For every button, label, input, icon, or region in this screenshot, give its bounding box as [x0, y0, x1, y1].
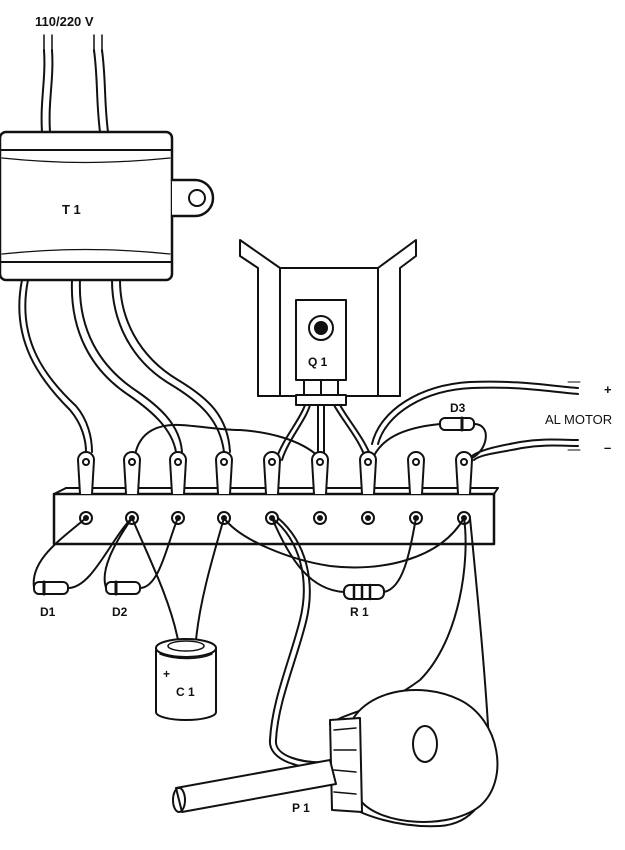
transistor-q1 [295, 299, 347, 406]
supply-voltage-label: 110/220 V [35, 14, 94, 29]
d3-label: D3 [450, 401, 466, 415]
motor-minus-sign: – [604, 440, 611, 455]
lug [77, 451, 95, 525]
mains-input-leads [40, 34, 109, 133]
transformer-t1 [0, 130, 215, 282]
diode-d2 [103, 517, 179, 596]
p1-label: P 1 [292, 801, 310, 815]
lug [407, 451, 425, 525]
d1-label: D1 [40, 605, 56, 619]
jumper-wire [134, 423, 319, 457]
motor-label: AL MOTOR [545, 412, 612, 427]
potentiometer-wires [223, 517, 492, 828]
d2-label: D2 [112, 605, 128, 619]
lug [263, 451, 281, 525]
lug [169, 451, 187, 525]
lug [311, 451, 329, 525]
c1-plus-sign: + [163, 667, 170, 681]
transformer-secondary-leads [18, 279, 231, 453]
motor-plus-sign: + [604, 382, 612, 397]
r1-label: R 1 [350, 605, 369, 619]
q1-label: Q 1 [308, 355, 328, 369]
c1-label: C 1 [176, 685, 195, 699]
transformer-label: T 1 [62, 202, 81, 217]
potentiometer-p1 [172, 689, 499, 823]
resistor-r1 [271, 517, 417, 601]
q1-leads [275, 404, 373, 461]
lug [359, 451, 377, 525]
terminal-lugs [77, 451, 473, 525]
diode-d1 [32, 517, 133, 596]
capacitor-c1 [131, 517, 225, 721]
